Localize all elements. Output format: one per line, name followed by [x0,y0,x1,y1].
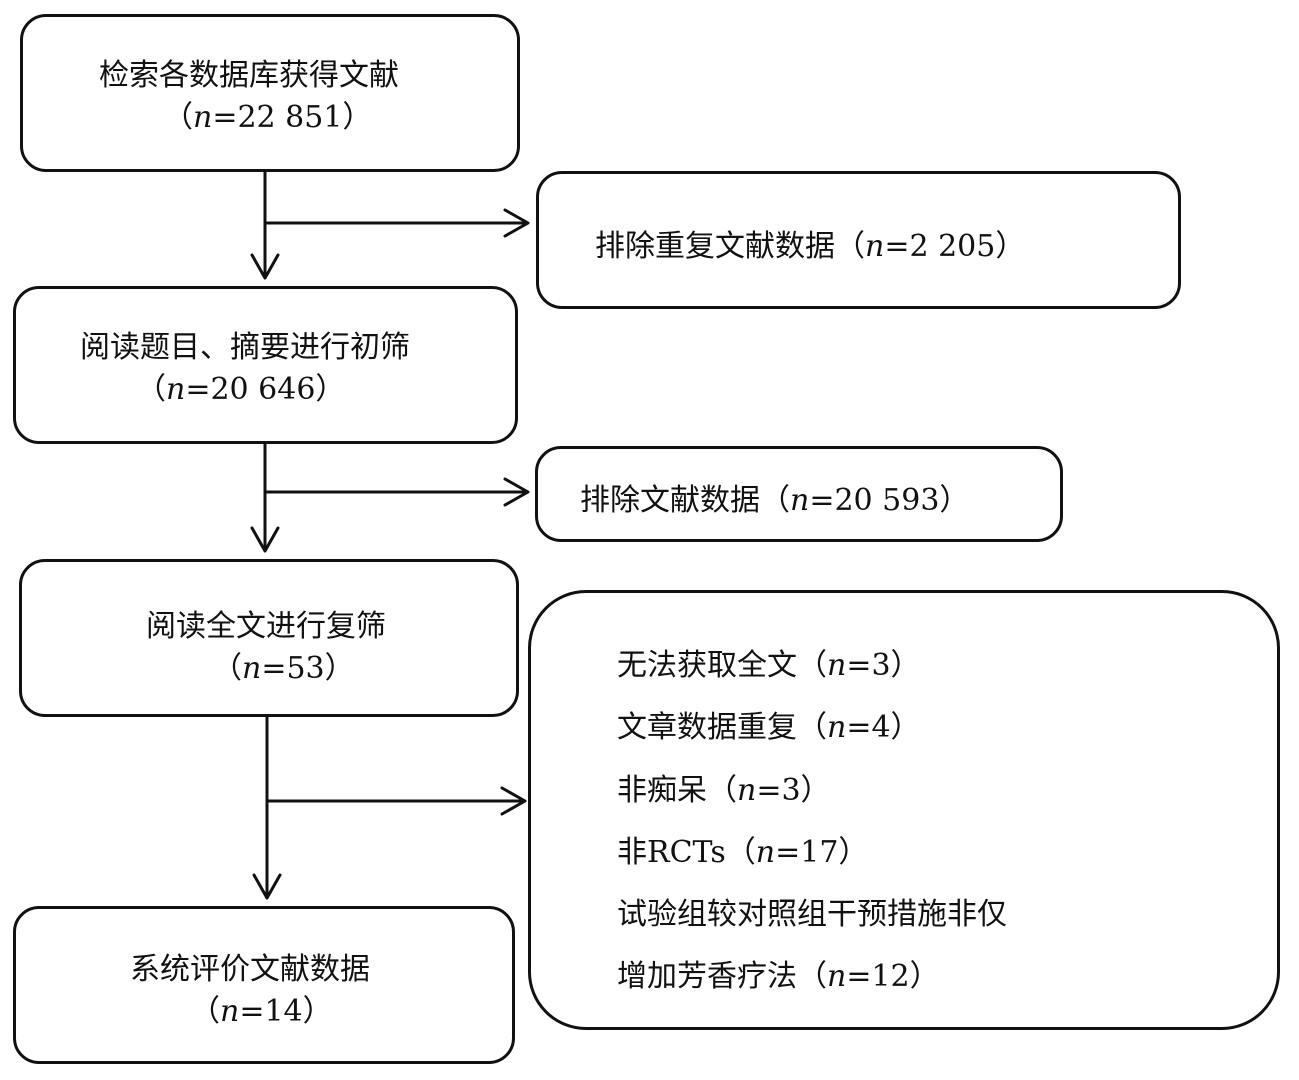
final-title: 系统评价文献数据 [130,952,370,987]
excl2-item: 增加芳香疗法（n=12） [617,959,940,994]
arrowhead-screen2 [250,526,280,553]
final-count: （n=14） [190,994,333,1029]
title-abstract-screening-box: 阅读题目、摘要进行初筛 （n=20 646） [13,286,518,444]
excl2-item: 无法获取全文（n=3） [617,648,921,683]
arrowhead-screen1 [250,253,280,280]
full-text-screening-box: 阅读全文进行复筛 （n=53） [19,559,519,717]
screen2-count: （n=53） [212,651,355,686]
excl1-text: 排除文献数据（n=20 593） [580,483,970,518]
screen2-title: 阅读全文进行复筛 [146,609,386,644]
excl2-item: 试验组较对照组干预措施非仅 [617,897,1007,932]
screen1-count: （n=20 646） [136,372,346,407]
dedup-exclusion-text: 排除重复文献数据（n=2 205） [595,229,1026,264]
arrowhead-excl2 [500,786,527,816]
systematic-review-box: 系统评价文献数据 （n=14） [13,906,515,1064]
search-box: 检索各数据库获得文献 （n=22 851） [20,14,520,172]
excl2-item: 文章数据重复（n=4） [617,710,921,745]
screening-exclusion-box: 排除文献数据（n=20 593） [535,446,1063,542]
excl2-item: 非痴呆（n=3） [617,773,831,808]
search-title: 检索各数据库获得文献 [99,58,399,93]
arrowhead-excl1 [503,477,530,507]
search-count: （n=22 851） [163,100,373,135]
dedup-exclusion-box: 排除重复文献数据（n=2 205） [536,171,1181,309]
excl2-item: 非RCTs（n=17） [617,835,869,870]
full-text-exclusion-box: 无法获取全文（n=3） 文章数据重复（n=4） 非痴呆（n=3） 非RCTs（n… [528,590,1280,1030]
screen1-title: 阅读题目、摘要进行初筛 [80,330,410,365]
arrowhead-final [252,873,282,900]
arrowhead-dedup [503,208,530,238]
